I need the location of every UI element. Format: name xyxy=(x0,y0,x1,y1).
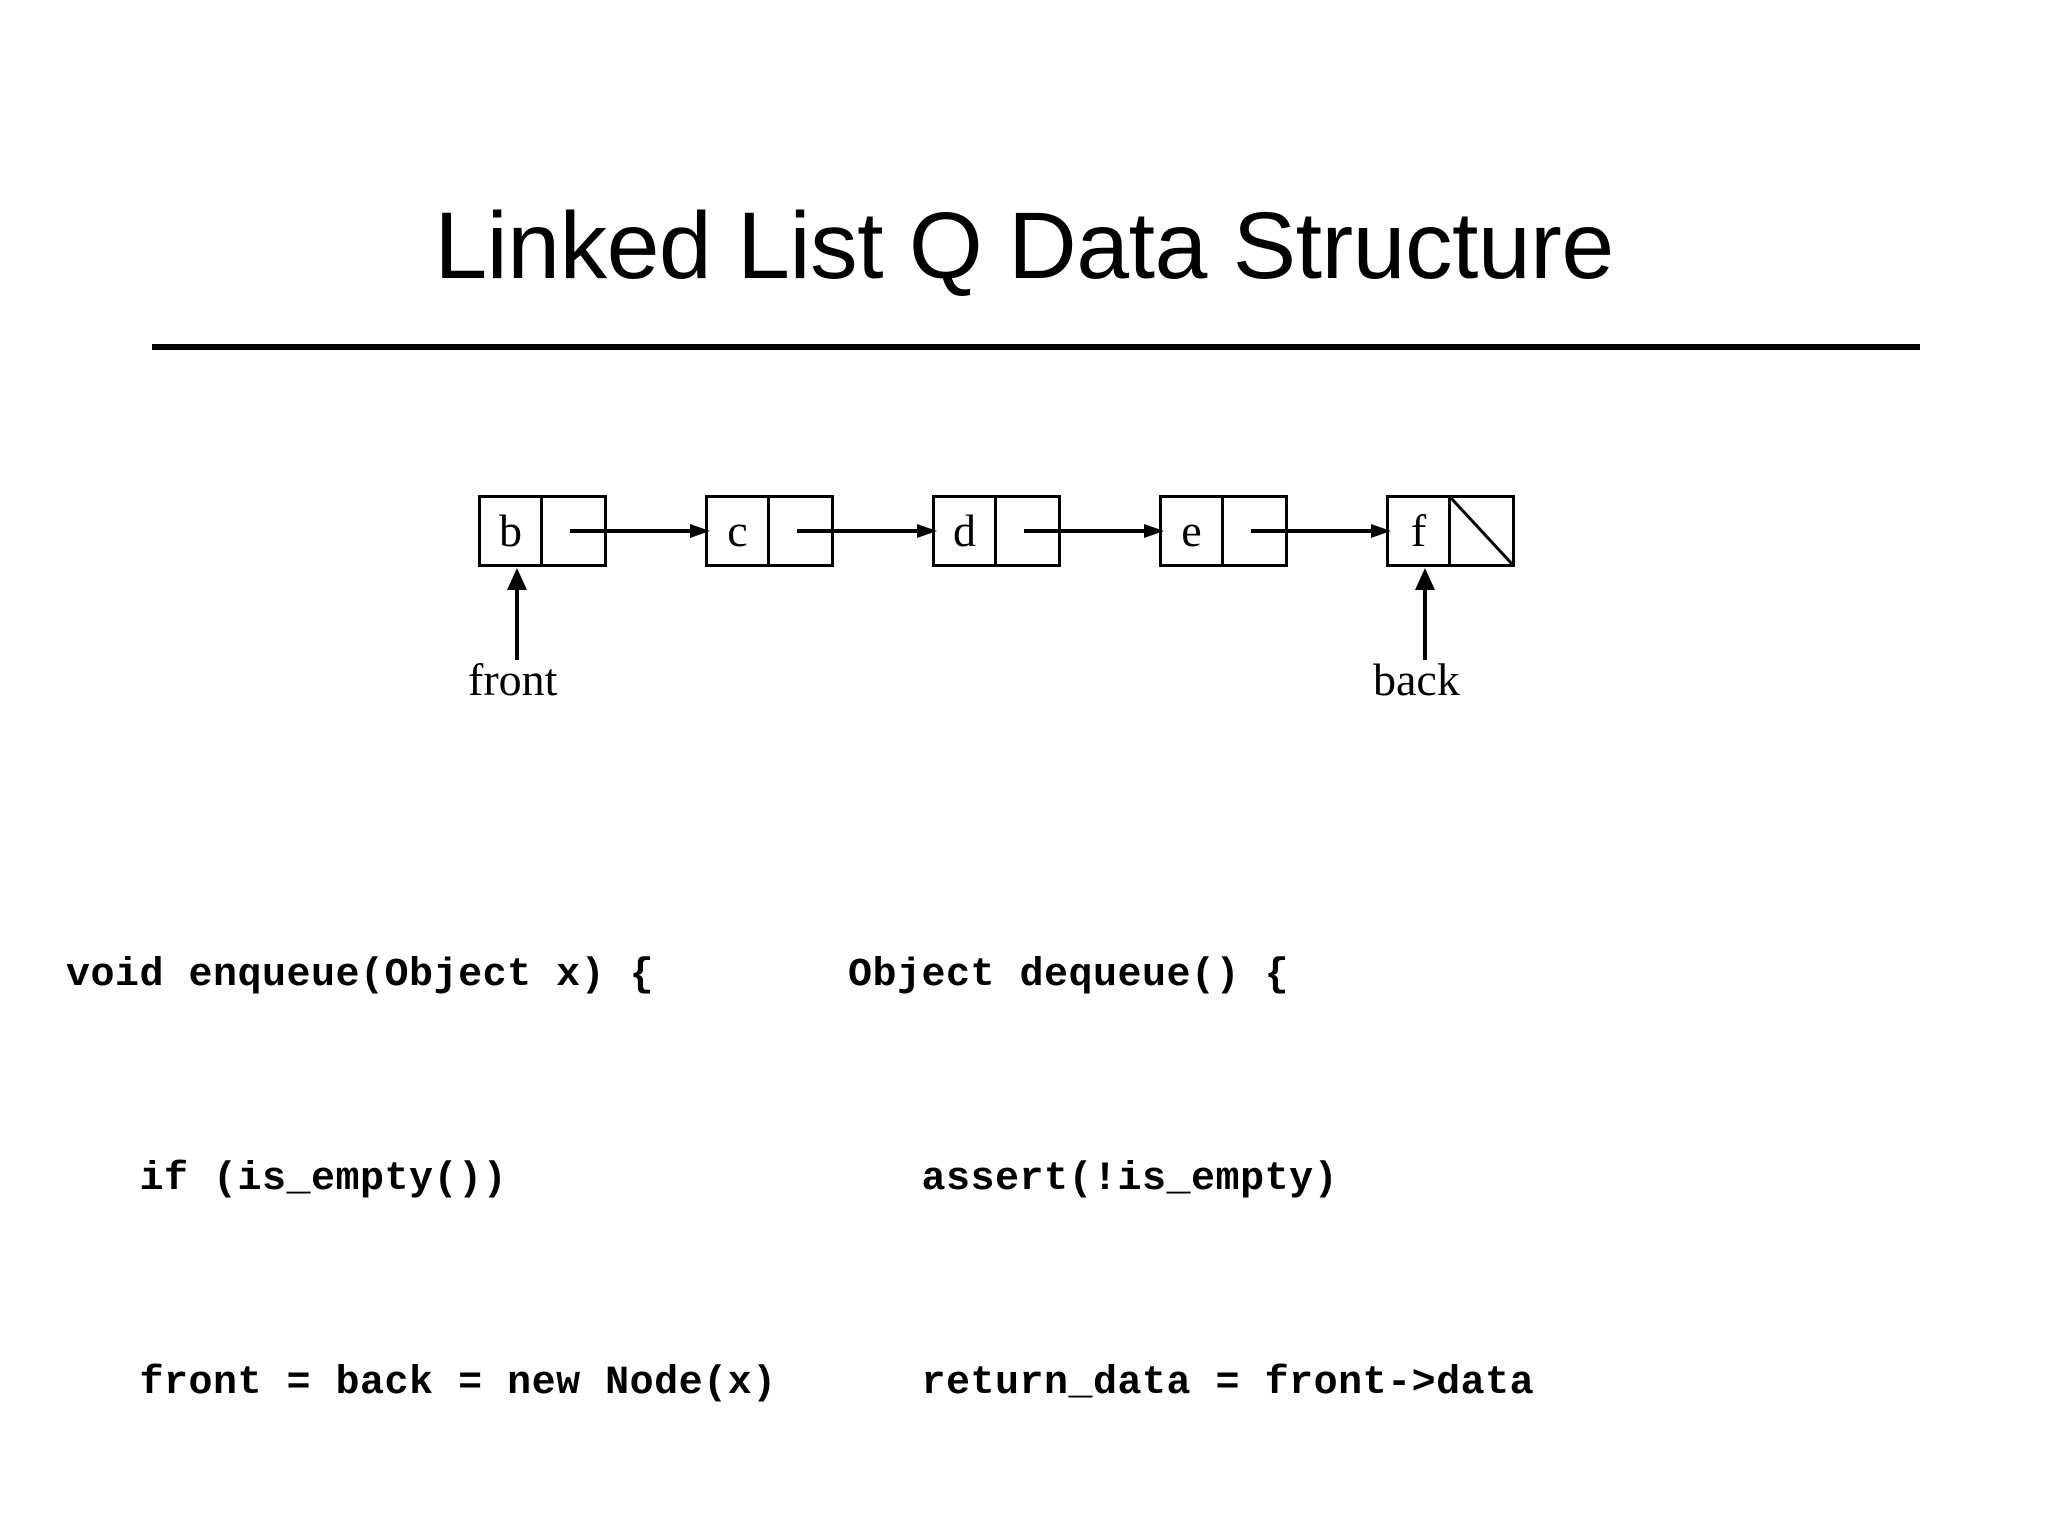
null-slash-icon xyxy=(1451,498,1512,564)
null-pointer-cell xyxy=(1451,498,1512,564)
code-line: if (is_empty()) xyxy=(66,1157,508,1202)
arrow-up-icon xyxy=(507,568,527,660)
arrow-up-icon xyxy=(1415,568,1435,660)
dequeue-code-block: Object dequeue() { assert(!is_empty) ret… xyxy=(848,806,1534,1536)
list-node-b: b xyxy=(478,495,607,567)
list-node-pointer-cell xyxy=(770,498,831,564)
enqueue-code-block: void enqueue(Object x) { if (is_empty())… xyxy=(66,806,777,1536)
list-node-data-cell: d xyxy=(935,498,997,564)
list-node-data-cell: c xyxy=(708,498,770,564)
front-pointer-arrow xyxy=(505,568,529,660)
arrow-right-icon xyxy=(1251,524,1391,538)
list-node-data-cell: e xyxy=(1162,498,1224,564)
next-pointer-arrow-d-to-e xyxy=(1024,524,1164,538)
front-pointer-label: front xyxy=(468,654,558,705)
title-underline-rule xyxy=(152,344,1920,350)
list-node-pointer-cell xyxy=(997,498,1058,564)
list-node-pointer-cell xyxy=(1224,498,1285,564)
code-line: void enqueue(Object x) { xyxy=(66,953,655,998)
arrow-right-icon xyxy=(570,524,710,538)
arrow-right-icon xyxy=(797,524,937,538)
arrow-right-icon xyxy=(1024,524,1164,538)
code-line: Object dequeue() { xyxy=(848,953,1290,998)
back-pointer-label: back xyxy=(1373,654,1460,705)
back-pointer-arrow xyxy=(1413,568,1437,660)
list-node-e: e xyxy=(1159,495,1288,567)
list-node-data-cell: f xyxy=(1389,498,1451,564)
code-line: front = back = new Node(x) xyxy=(66,1361,777,1406)
code-line: return_data = front->data xyxy=(848,1361,1535,1406)
list-node-pointer-cell xyxy=(543,498,604,564)
next-pointer-arrow-b-to-c xyxy=(570,524,710,538)
list-node-data-cell: b xyxy=(481,498,543,564)
list-node-d: d xyxy=(932,495,1061,567)
page-title: Linked List Q Data Structure xyxy=(434,193,1614,299)
list-node-f: f xyxy=(1386,495,1515,567)
list-node-c: c xyxy=(705,495,834,567)
next-pointer-arrow-e-to-f xyxy=(1251,524,1391,538)
next-pointer-arrow-c-to-d xyxy=(797,524,937,538)
code-line: assert(!is_empty) xyxy=(848,1157,1339,1202)
